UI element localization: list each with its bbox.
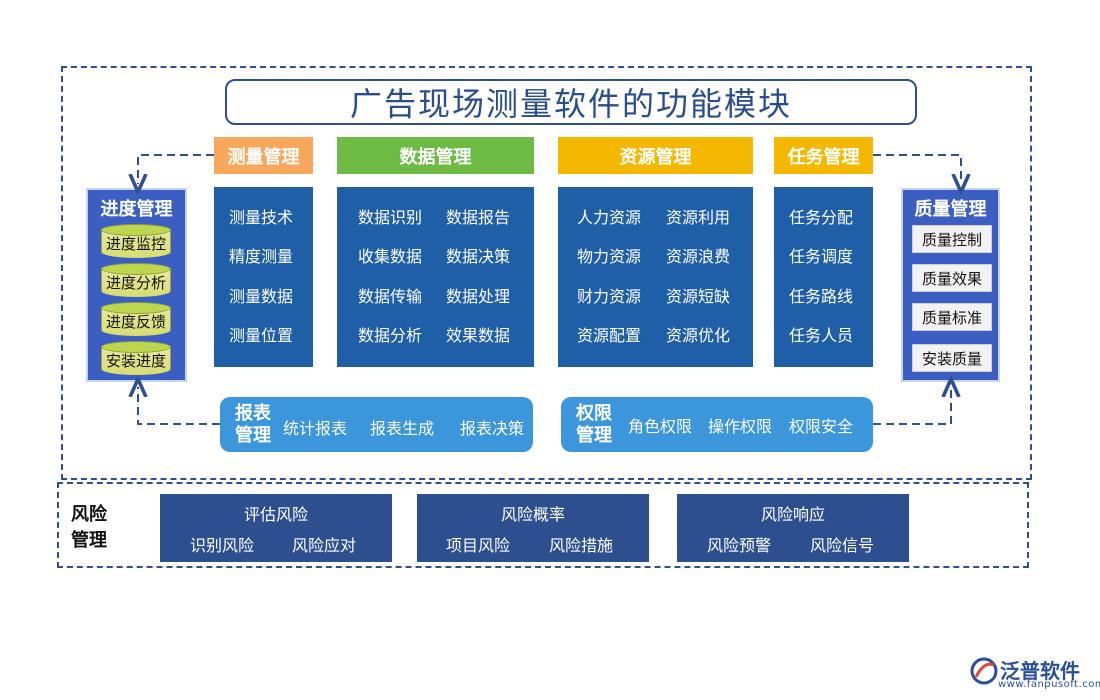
risk-frame — [57, 482, 1029, 568]
risk-box-item: 风险措施 — [549, 536, 614, 555]
progress-cylinder: 安装进度 — [101, 341, 171, 377]
data-item: 数据分析 — [358, 326, 423, 345]
diagram-title: 广告现场测量软件的功能模块 — [225, 79, 917, 125]
data-item: 数据传输 — [358, 287, 423, 306]
resource-item: 人力资源 — [577, 208, 642, 227]
risk-box-probability: 风险概率 项目风险 风险措施 — [417, 494, 649, 562]
risk-box-item: 项目风险 — [446, 536, 511, 555]
quality-panel: 质量管理 质量控制 质量效果 质量标准 安装质量 — [901, 188, 1000, 382]
progress-item: 进度监控 — [105, 235, 166, 253]
data-item: 数据报告 — [446, 208, 511, 227]
progress-cylinder: 进度分析 — [101, 263, 171, 299]
task-item: 任务调度 — [789, 247, 854, 266]
resource-column: 人力资源 资源利用 物力资源 资源浪费 财力资源 资源短缺 资源配置 资源优化 — [558, 187, 753, 367]
report-item: 报表决策 — [460, 419, 525, 438]
report-panel: 报表 管理 统计报表 报表生成 报表决策 — [220, 397, 533, 452]
progress-cylinder: 进度监控 — [101, 224, 171, 260]
measure-item: 测量位置 — [229, 326, 294, 345]
measure-item: 测量技术 — [229, 208, 294, 227]
resource-item: 物力资源 — [577, 247, 642, 266]
progress-item: 进度反馈 — [105, 313, 166, 331]
risk-box-title: 风险响应 — [760, 505, 825, 524]
quality-item: 质量标准 — [912, 303, 992, 331]
data-item: 数据处理 — [446, 287, 511, 306]
permission-panel: 权限 管理 角色权限 操作权限 权限安全 — [561, 397, 873, 452]
data-item: 效果数据 — [446, 326, 511, 345]
permission-item: 角色权限 — [628, 417, 693, 436]
data-item: 数据决策 — [446, 247, 511, 266]
progress-title: 进度管理 — [100, 199, 173, 220]
measure-item: 精度测量 — [229, 247, 294, 266]
risk-box-item: 风险信号 — [810, 536, 875, 555]
progress-cylinder: 进度反馈 — [101, 302, 171, 338]
measure-item: 测量数据 — [229, 287, 294, 306]
main-frame — [61, 66, 1032, 480]
brand-logo: 泛普软件 www.fanpusoft.com — [970, 655, 1100, 695]
quality-item: 质量效果 — [912, 264, 992, 292]
progress-item: 安装进度 — [105, 352, 166, 370]
quality-item: 质量控制 — [912, 225, 992, 253]
quality-item: 安装质量 — [912, 344, 992, 372]
permission-title: 权限 管理 — [576, 403, 612, 446]
risk-box-title: 评估风险 — [243, 505, 308, 524]
data-item: 数据识别 — [358, 208, 423, 227]
resource-item: 资源优化 — [666, 326, 731, 345]
risk-box-response: 风险响应 风险预警 风险信号 — [677, 494, 909, 562]
logo-url: www.fanpusoft.com — [998, 679, 1100, 690]
measure-column: 测量技术 精度测量 测量数据 测量位置 — [214, 187, 313, 367]
risk-box-item: 风险应对 — [292, 536, 357, 555]
measure-header: 测量管理 — [214, 137, 313, 174]
quality-title: 质量管理 — [914, 199, 987, 220]
progress-panel: 进度管理 进度监控 进度分析 进度反馈 安装进度 — [86, 188, 187, 382]
resource-item: 资源利用 — [666, 208, 731, 227]
risk-box-item: 识别风险 — [190, 536, 255, 555]
report-item: 统计报表 — [283, 419, 348, 438]
data-column: 数据识别 数据报告 收集数据 数据决策 数据传输 数据处理 数据分析 效果数据 — [337, 187, 534, 367]
task-item: 任务路线 — [789, 287, 854, 306]
permission-item: 操作权限 — [708, 417, 773, 436]
report-title: 报表 管理 — [235, 403, 271, 446]
resource-item: 财力资源 — [577, 287, 642, 306]
logo-name: 泛普软件 — [1000, 659, 1080, 683]
task-item: 任务分配 — [789, 208, 854, 227]
task-item: 任务人员 — [789, 326, 854, 345]
resource-item: 资源短缺 — [666, 287, 731, 306]
task-header: 任务管理 — [774, 137, 873, 174]
risk-box-item: 风险预警 — [707, 536, 772, 555]
permission-item: 权限安全 — [789, 417, 854, 436]
logo-icon — [970, 657, 998, 685]
resource-item: 资源浪费 — [666, 247, 731, 266]
resource-item: 资源配置 — [577, 326, 642, 345]
risk-label: 风险 管理 — [71, 504, 107, 551]
risk-box-title: 风险概率 — [500, 505, 565, 524]
task-column: 任务分配 任务调度 任务路线 任务人员 — [774, 187, 873, 367]
report-item: 报表生成 — [370, 419, 435, 438]
risk-box-assess: 评估风险 识别风险 风险应对 — [160, 494, 392, 562]
data-header: 数据管理 — [337, 137, 534, 174]
progress-item: 进度分析 — [105, 274, 166, 292]
data-item: 收集数据 — [358, 247, 423, 266]
resource-header: 资源管理 — [558, 137, 753, 174]
